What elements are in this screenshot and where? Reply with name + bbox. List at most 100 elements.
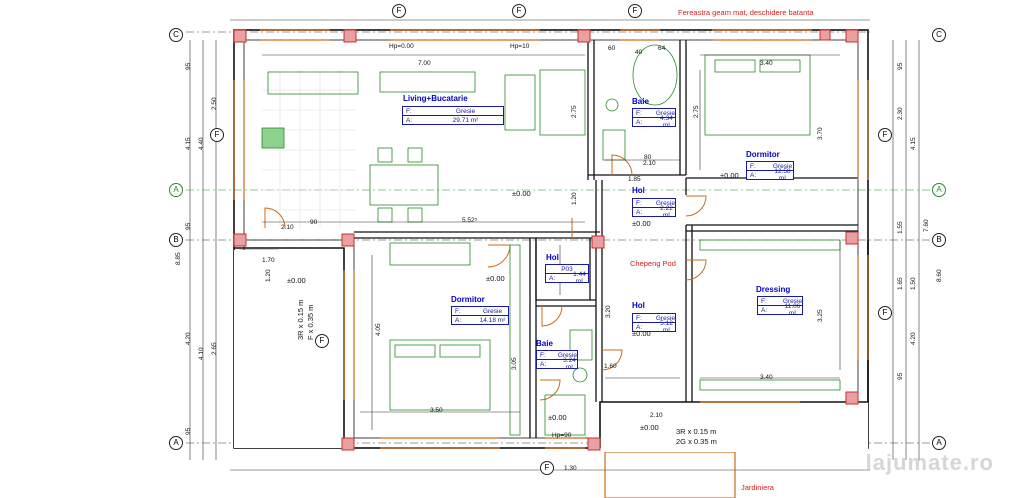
room-info-dormitor-bottom: F:Gresie A:14.18 m²	[451, 306, 509, 325]
dim-2-10-baie: 2.10	[643, 160, 656, 167]
interior-walls	[354, 40, 858, 438]
stairs-left-note-1: 3R x 0.15 m	[296, 299, 305, 340]
dim-2-70: 2.75	[571, 105, 578, 118]
grid-bubble-b-left: B	[169, 233, 183, 247]
elevation-steps-bottom: ±0.00	[640, 423, 659, 432]
elevation-dormitor-bottom: ±0.00	[486, 274, 505, 283]
stairs-left-note-2: F x 0.35 m	[306, 304, 315, 340]
elevation-hol-top: ±0.00	[632, 219, 651, 228]
dim-1-50: 1.50	[910, 277, 917, 290]
room-info-baie-bottom: F:Gresie A:3.24 m²	[536, 350, 578, 371]
dim-4-10-left: 4.10	[198, 347, 205, 360]
doors	[264, 154, 707, 401]
room-name-living: Living+Bucatarie	[403, 94, 468, 103]
dim-2-30-right: 2.30	[897, 107, 904, 120]
dim-8-85: 8.85	[175, 252, 182, 265]
dim-95-right: 95	[897, 62, 904, 70]
room-info-dormitor-top: F:Gresie A:12.58 m²	[746, 161, 794, 182]
room-info-dressing: F:Gresie A:11.06 m²	[757, 296, 803, 317]
dim-2-10-bottom: 2.10	[650, 412, 663, 419]
grid-bubble-a-mid-right: A	[932, 183, 946, 197]
window-note: Fereastra geam mat, deschidere batanta	[678, 8, 814, 17]
room-info-living: F:Gresie A:29.71 m²	[402, 106, 504, 125]
dim-2-50: 2.50	[211, 97, 218, 110]
room-info-baie-top: F:Gresie A:4.34 m²	[632, 108, 676, 129]
grid-bubble-c-left: C	[169, 28, 183, 42]
dim-1-20-left: 1.20	[265, 269, 272, 282]
grid-bubble-f-top-2: F	[512, 4, 526, 18]
bathtub	[632, 44, 678, 106]
dim-3-40-bottom: 3.40	[760, 374, 773, 381]
dim-hp-10: Hp=10	[510, 43, 530, 50]
bed-bottom	[389, 339, 491, 411]
dim-4-20-right: 4.20	[910, 332, 917, 345]
grid-bubble-a-right: A	[932, 436, 946, 450]
elevation-steps-left: ±0.00	[287, 276, 306, 285]
room-info-hol-bottom: F:Gresie A:5.12 m²	[632, 313, 676, 334]
dim-1-85: 1.85	[628, 176, 641, 183]
room-name-dormitor-top: Dormitor	[746, 150, 780, 159]
dim-5-52: 5.52⁵	[462, 217, 478, 224]
dim-3-70: 3.70	[817, 127, 824, 140]
grid-bubble-f-steps: F	[315, 334, 329, 348]
dim-95-bottom: 95	[185, 427, 192, 435]
dim-4-40-left: 4.40	[198, 137, 205, 150]
dim-95-right-bottom: 95	[897, 372, 904, 380]
room-name-dressing: Dressing	[756, 285, 791, 294]
dim-80: 80	[644, 154, 652, 161]
room-name-hol-bottom: Hol	[632, 301, 645, 310]
grid-bubble-f-right: F	[878, 128, 892, 142]
grid-bubble-c-right: C	[932, 28, 946, 42]
dim-hp-90: Hp=90	[552, 432, 572, 439]
dim-3-50: 3.50	[430, 407, 443, 414]
dim-4-15-left: 4.15	[185, 137, 192, 150]
dim-95-mid: 95	[185, 222, 192, 230]
stairs-bottom-note-1: 3R x 0.15 m	[676, 427, 717, 436]
floor-tiles	[262, 70, 355, 228]
dim-2-75: 2.75	[693, 105, 700, 118]
dim-2-10-left: 2.10	[281, 224, 294, 231]
hatch-note: Chepeng Pod	[630, 259, 676, 268]
dim-1-20: 1.20	[571, 192, 578, 205]
dim-1-55: 1.55	[897, 221, 904, 234]
elevation-living: ±0.00	[512, 189, 531, 198]
dim-2-65: 2.65	[211, 342, 218, 355]
grid-bubble-f-top-3: F	[628, 4, 642, 18]
dim-4-05: 4.05	[375, 323, 382, 336]
dim-1-70: 1.70	[262, 257, 275, 264]
dim-3-05: 3.05	[511, 357, 518, 370]
elevation-dormitor-top: ±0.00	[720, 171, 739, 180]
dim-1-60: 1.60	[604, 363, 617, 370]
sofa	[504, 74, 536, 131]
dim-3-40-top: 3.40	[760, 60, 773, 67]
dim-4-15-right: 4.15	[910, 137, 917, 150]
room-name-baie-top: Baie	[632, 97, 649, 106]
windows	[233, 29, 869, 449]
dim-95-top: 95	[185, 62, 192, 70]
planter-outline	[604, 451, 736, 498]
elevation-baie-bottom: ±0.00	[548, 413, 567, 422]
furniture	[261, 44, 841, 436]
room-name-dormitor-bottom: Dormitor	[451, 295, 485, 304]
room-name-hol-top: Hol	[632, 186, 645, 195]
dim-66: 60	[608, 45, 616, 52]
grid-bubble-b-right: B	[932, 233, 946, 247]
room-info-hol-small: P03 A:1.44 m²	[545, 264, 589, 285]
room-name-baie-bottom: Baie	[536, 339, 553, 348]
stairs-bottom-note-2: 2G x 0.35 m	[676, 437, 717, 446]
grid-bubble-f-right-2: F	[878, 306, 892, 320]
dim-40: 40	[635, 49, 643, 56]
dim-90: 90	[310, 219, 318, 226]
bed-top	[704, 54, 811, 136]
dim-7-00: 7.00	[418, 60, 431, 67]
dim-3-25: 3.25	[817, 309, 824, 322]
grid-bubble-f-left: F	[210, 128, 224, 142]
elevation-hol-bottom: ±0.00	[632, 329, 651, 338]
watermark: lajumate.ro	[865, 450, 994, 475]
dim-8-60: 8.60	[936, 269, 943, 282]
dim-4-20-left: 4.20	[185, 332, 192, 345]
room-info-hol-top: F:Gresie A:2.22 m²	[632, 198, 676, 219]
grid-bubble-a-left: A	[169, 436, 183, 450]
grid-bubble-f-top-1: F	[392, 4, 406, 18]
